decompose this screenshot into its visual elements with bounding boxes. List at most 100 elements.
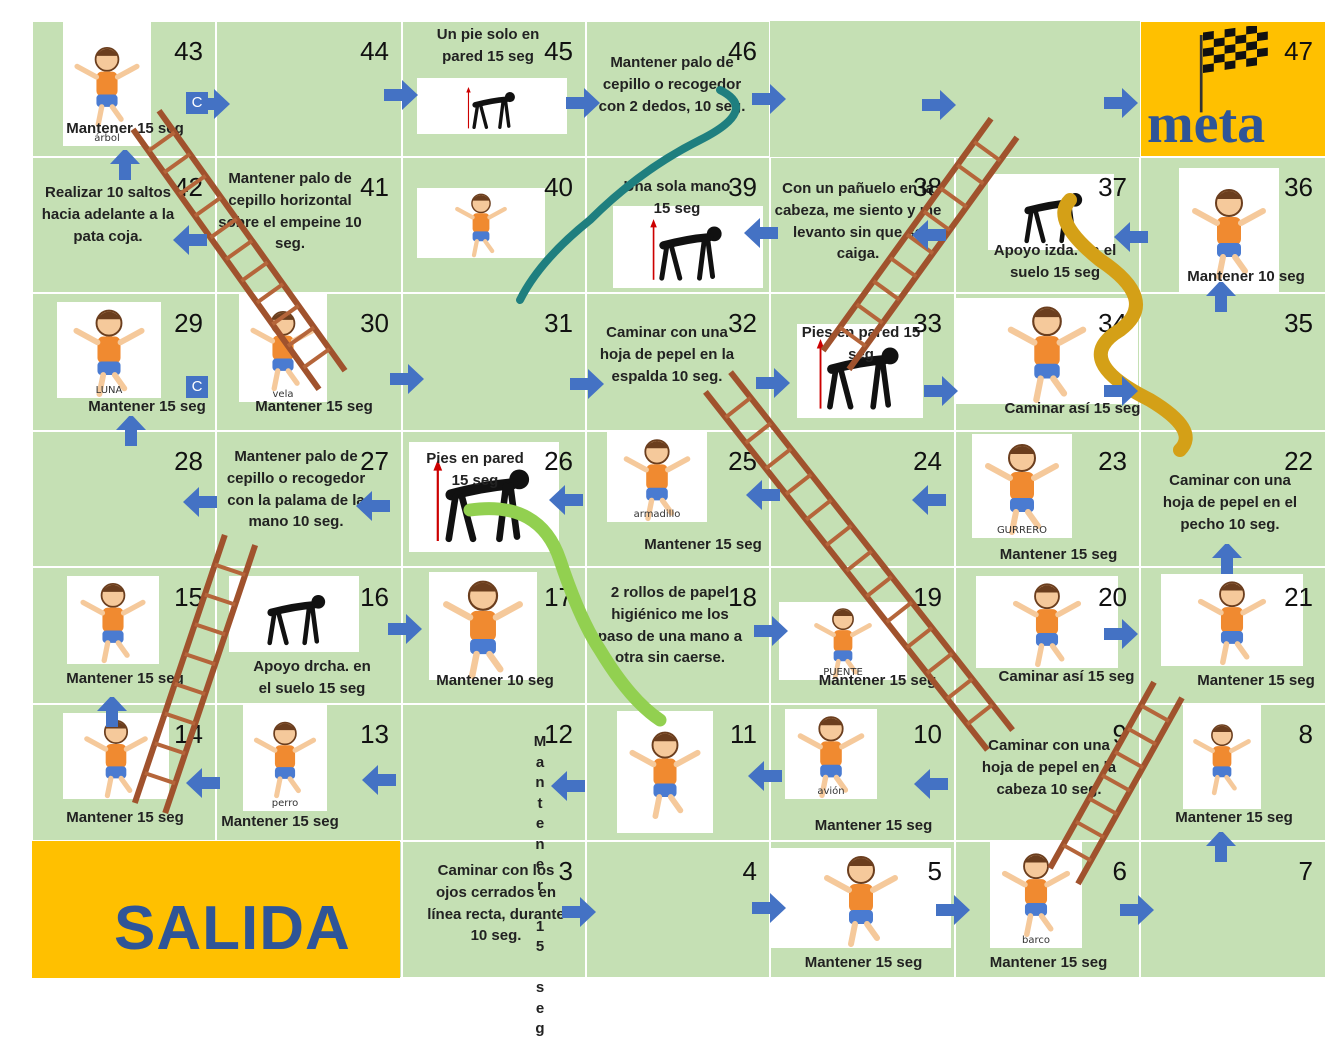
square-number: 9 [1112, 719, 1127, 749]
square-number: 12 [544, 719, 573, 749]
square-caption: Mantener 15 seg [644, 536, 762, 553]
square-caption: Mantener 10 seg [1187, 268, 1305, 285]
arrow-left-icon [1114, 222, 1148, 252]
square-number: 31 [544, 308, 573, 338]
square-instruction-text: Mantener palo de cepillo o recogedor con… [598, 54, 746, 115]
square-number: 26 [544, 446, 573, 476]
board-square-11[interactable]: 11 [586, 704, 770, 841]
arrow-right-icon [752, 84, 786, 114]
square-number: 23 [1098, 446, 1127, 476]
plow-pose-icon [67, 576, 159, 664]
square-number: 37 [1098, 172, 1127, 202]
square-instruction-text: Caminar con los ojos cerrados en línea r… [427, 862, 565, 945]
board-square-3[interactable]: Caminar con los ojos cerrados en línea r… [402, 841, 586, 978]
arrow-right-icon [754, 616, 788, 646]
arrow-left-icon [362, 765, 396, 795]
crab-walk-icon [976, 576, 1118, 668]
arrow-right-icon [384, 80, 418, 110]
square-number: 47 [1284, 36, 1313, 66]
board-square-35[interactable]: 35 [1140, 293, 1326, 431]
square-caption: Mantener 15 seg [818, 672, 937, 689]
pose-picture-label: barco [1022, 935, 1050, 946]
square-number: 43 [174, 36, 203, 66]
pose-picture-label: perro [271, 798, 299, 809]
square-number: 42 [174, 172, 203, 202]
board-square-40[interactable]: 40 [402, 157, 586, 293]
arrow-up-icon [1210, 544, 1244, 574]
start-square[interactable]: SALIDA [32, 841, 400, 978]
girl-balance-pose-icon [1179, 168, 1279, 294]
arrow-right-icon [756, 368, 790, 398]
pose-picture-label: armadillo [633, 509, 681, 520]
square-number: 16 [360, 582, 389, 612]
square-number: 38 [913, 172, 942, 202]
arrow-up-icon [114, 416, 148, 446]
board-square-12[interactable]: 12 [402, 704, 586, 841]
square-number: 33 [913, 308, 942, 338]
board-square-31[interactable]: 31 [402, 293, 586, 431]
pose-picture-label: avión [817, 786, 845, 797]
board-square-4[interactable]: 4 [586, 841, 770, 978]
arrow-right-icon [1104, 376, 1138, 406]
arrow-right-icon [1120, 895, 1154, 925]
square-caption: Mantener 15 seg [66, 120, 184, 137]
square-instruction-text: Caminar con una hoja de pepel en el pech… [1162, 472, 1298, 533]
arrow-left-icon [744, 218, 778, 248]
square-number: 24 [913, 446, 942, 476]
square-number: 34 [1098, 308, 1127, 338]
square-number: 41 [360, 172, 389, 202]
game-board: Mantener 15 seg1ardillaMantener 15 seg2C… [32, 21, 1326, 978]
square-number: 44 [360, 36, 389, 66]
square-instruction-text: Realizar 10 saltos hacia adelante a la p… [41, 184, 175, 245]
square-instruction-text: Caminar con una hoja de pepel en la cabe… [981, 737, 1117, 798]
checkered-flag-icon [1185, 24, 1275, 113]
tree-pose-boy-icon [429, 572, 537, 680]
board-square-23[interactable]: GURRERO Mantener 15 seg 23 [955, 431, 1140, 567]
square-instruction-text: Caminar con una hoja de pepel en la espa… [599, 324, 735, 385]
square-number: 28 [174, 446, 203, 476]
square-number: 4 [742, 856, 757, 886]
wall-feet-pose-icon [417, 78, 567, 134]
arrow-up-icon [1204, 282, 1238, 312]
board-square-18[interactable]: 2 rollos de papel higiénico me los paso … [586, 567, 770, 704]
board-square-41[interactable]: Mantener palo de cepillo horizontal sobr… [216, 157, 402, 293]
board-square-46[interactable]: Mantener palo de cepillo o recogedor con… [586, 21, 770, 157]
warrior-pose-icon: GURRERO [972, 434, 1072, 538]
board-square-9[interactable]: Caminar con una hoja de pepel en la cabe… [955, 704, 1140, 841]
arrow-left-icon [746, 480, 780, 510]
square-number: 6 [1112, 856, 1127, 886]
arrow-right-icon [390, 364, 424, 394]
square-number: 27 [360, 446, 389, 476]
arrow-left-icon [551, 771, 585, 801]
arrow-right-icon [570, 369, 604, 399]
square-caption: Mantener 15 seg [999, 546, 1118, 563]
dog-pose-icon: perro [243, 703, 327, 811]
square-number: 32 [728, 308, 757, 338]
board-square-32[interactable]: Caminar con una hoja de pepel en la espa… [586, 293, 770, 431]
arrow-right-icon [562, 897, 596, 927]
square-number: 13 [360, 719, 389, 749]
board-square-44[interactable]: 44 [216, 21, 402, 157]
square-number: 39 [728, 172, 757, 202]
